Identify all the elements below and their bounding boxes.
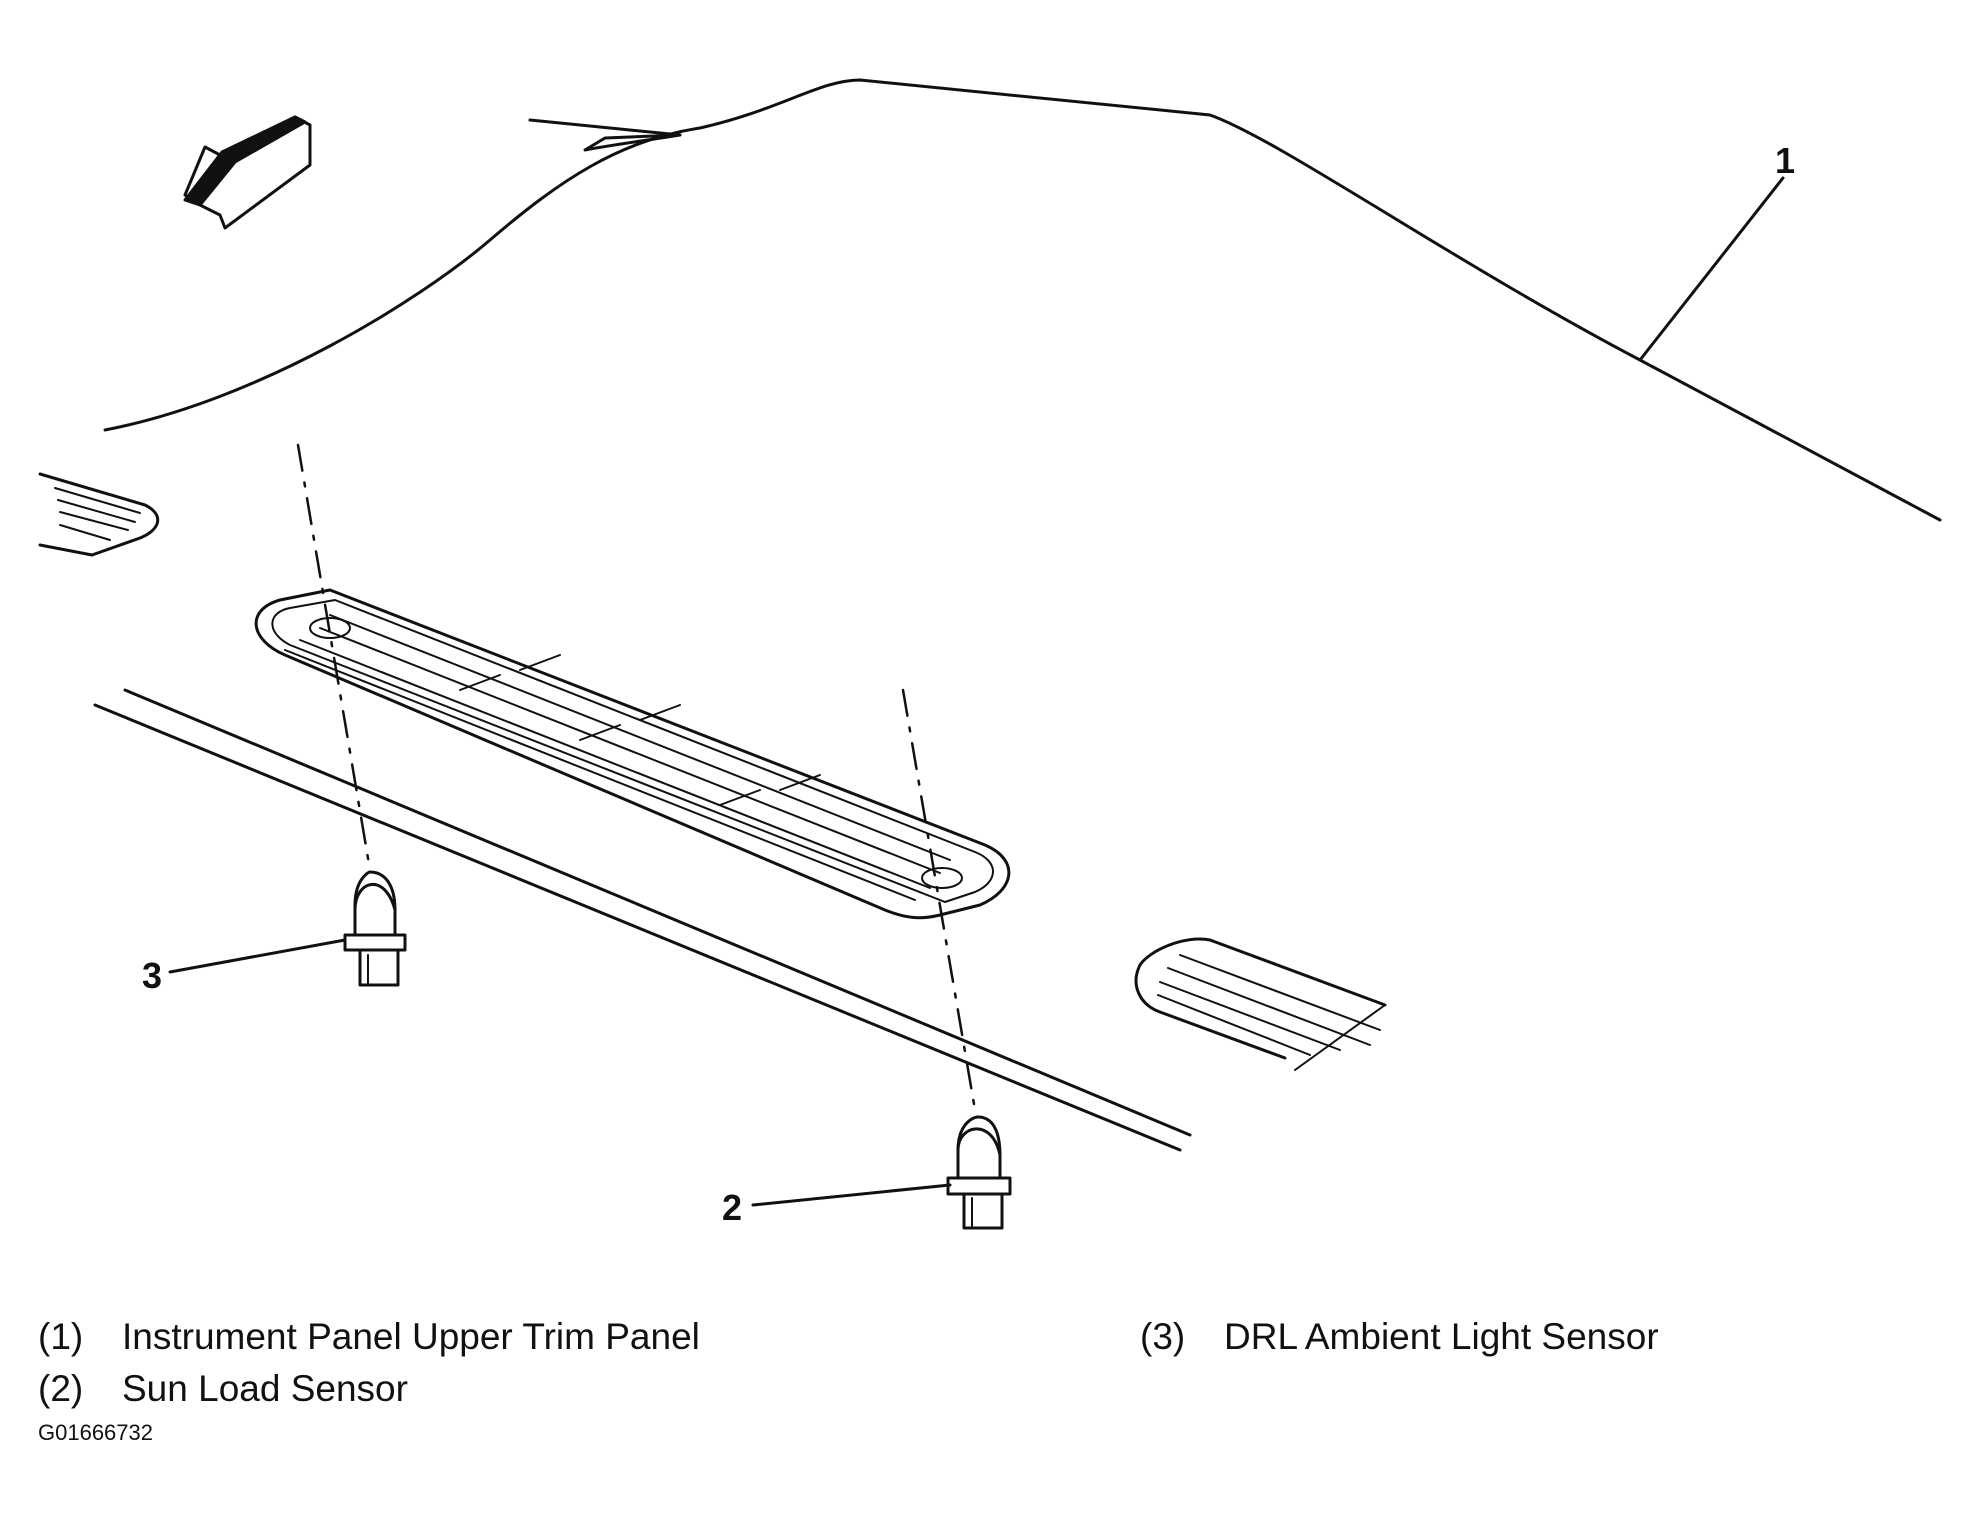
drl-ambient-light-sensor-icon — [343, 870, 407, 987]
legend-label: Instrument Panel Upper Trim Panel — [122, 1316, 700, 1357]
callout-1: 1 — [1775, 140, 1796, 181]
center-defroster-vent — [254, 588, 1011, 920]
legend-number: (3) — [1140, 1316, 1186, 1357]
leader-line-2 — [751, 1183, 952, 1207]
leader-line-1 — [1638, 176, 1785, 362]
upper-trim-panel — [103, 78, 1942, 522]
legend-label: Sun Load Sensor — [122, 1368, 408, 1409]
install-line-drl-sensor — [296, 443, 372, 872]
callout-3: 3 — [142, 955, 163, 996]
left-vent — [38, 472, 159, 557]
windshield-edge — [93, 688, 1192, 1152]
legend-item-3: (3) DRL Ambient Light Sensor — [1140, 1316, 1659, 1358]
legend-item-1: (1) Instrument Panel Upper Trim Panel — [38, 1316, 700, 1358]
right-vent — [1134, 937, 1387, 1071]
install-line-sun-load-sensor — [901, 688, 977, 1112]
front-direction-arrow-icon — [183, 115, 312, 230]
figure-id: G01666732 — [38, 1420, 153, 1445]
sun-load-sensor-icon — [946, 1115, 1012, 1230]
leader-line-3 — [168, 938, 347, 974]
legend-label: DRL Ambient Light Sensor — [1224, 1316, 1659, 1357]
callout-2: 2 — [722, 1187, 743, 1228]
legend-number: (2) — [38, 1368, 84, 1409]
legend-item-2: (2) Sun Load Sensor — [38, 1368, 408, 1410]
legend-number: (1) — [38, 1316, 84, 1357]
